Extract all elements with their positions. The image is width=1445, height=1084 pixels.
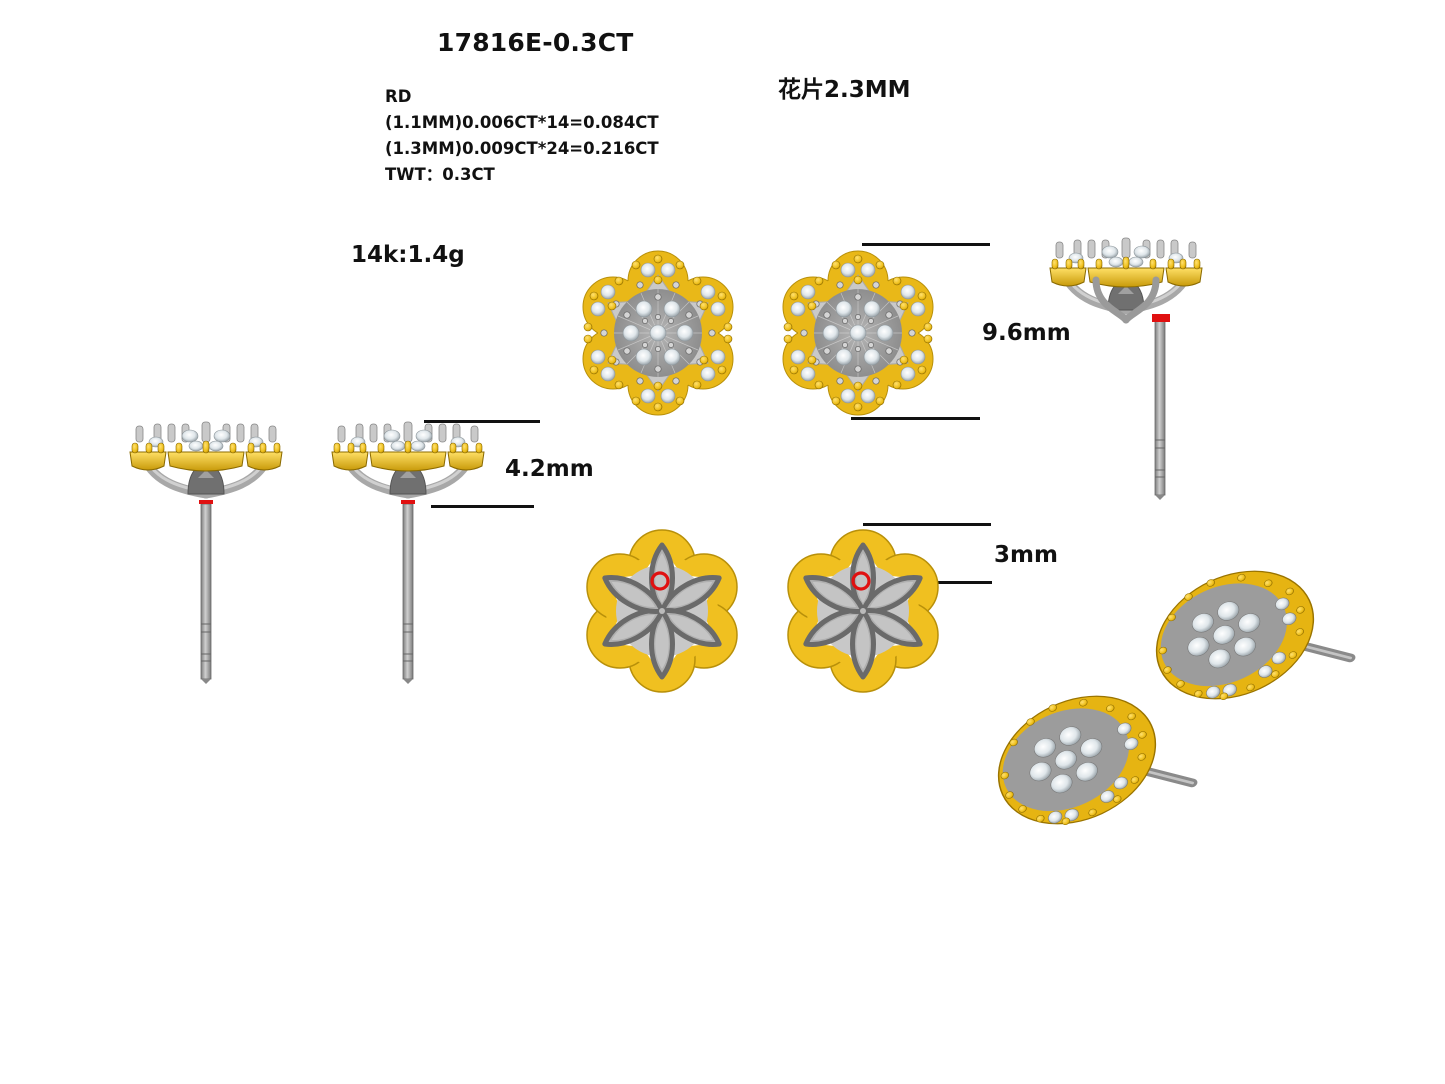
stone-line-1: (1.1MM)0.006CT*14=0.084CT [385, 113, 659, 132]
metal-weight: 14k:1.4g [351, 242, 465, 268]
dimension-post-label: 3mm [994, 542, 1058, 568]
front-view-left [582, 250, 734, 416]
dimension-line-height-top [424, 420, 540, 423]
dimension-line-diameter-bottom [851, 417, 980, 420]
side-view-c [1036, 236, 1216, 501]
total-weight: TWT：0.3CT [385, 165, 495, 184]
flower-piece-size: 花片2.3MM [778, 77, 911, 103]
dimension-diameter-label: 9.6mm [982, 320, 1071, 346]
dimension-line-height-bottom [431, 505, 534, 508]
stone-shape: RD [385, 87, 412, 106]
side-view-a [116, 420, 296, 685]
perspective-view-pair [997, 570, 1356, 825]
post-join-marker [401, 500, 415, 504]
dimension-line-diameter-top [862, 243, 990, 246]
post-join-marker [199, 500, 213, 504]
stone-line-2: (1.3MM)0.009CT*24=0.216CT [385, 139, 659, 158]
post-marker-icon [650, 571, 670, 591]
dimension-line-post-top [863, 523, 991, 526]
front-view-right [782, 250, 934, 416]
model-title: 17816E-0.3CT [437, 28, 634, 57]
post-join-marker [1152, 314, 1170, 322]
post-marker-icon [851, 571, 871, 591]
dimension-height-label: 4.2mm [505, 456, 594, 482]
back-view-right [778, 526, 948, 696]
side-view-b [318, 420, 498, 685]
stone-specs: RD (1.1MM)0.006CT*14=0.084CT (1.3MM)0.00… [385, 84, 659, 188]
back-view-left [577, 526, 747, 696]
